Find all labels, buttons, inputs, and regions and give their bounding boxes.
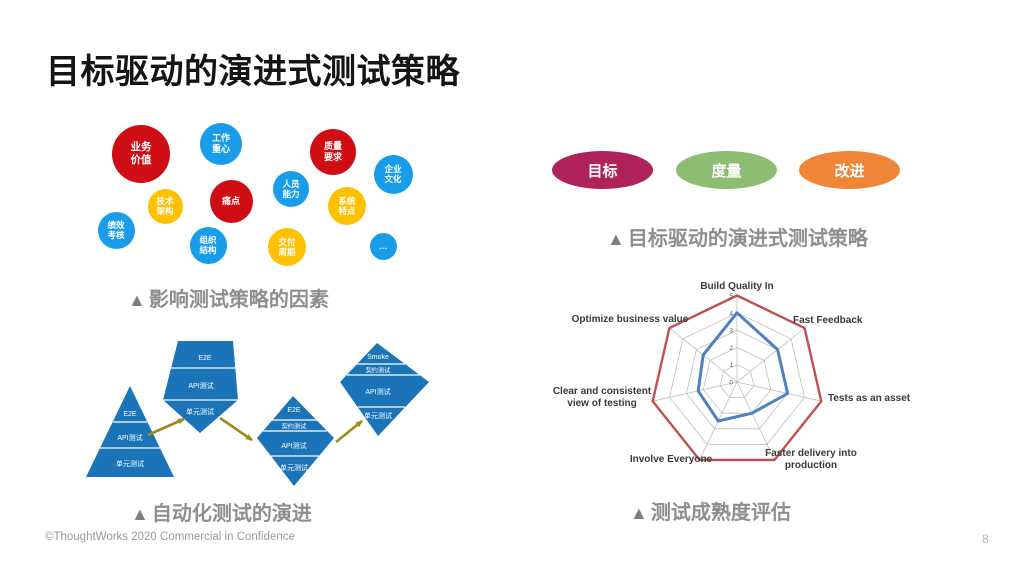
radar-axis-optimize-business-value: Optimize business value: [571, 314, 689, 325]
stage-layer-label: 契约测试: [366, 367, 391, 375]
factor-bubble: 组织结构: [189, 226, 227, 264]
radar-spoke: [736, 381, 822, 402]
evolution-arrow: [219, 416, 253, 442]
evolution-caption: ▲自动化测试的演进: [131, 497, 312, 526]
radar-series-red: [651, 294, 823, 462]
stage-layer-label: E2E: [198, 355, 212, 362]
factor-bubble: …: [369, 232, 397, 260]
radar-axis-fast-feedback: Fast Feedback: [793, 315, 863, 326]
stage-layer-label: Smoke: [367, 354, 389, 361]
maturity-radar-chart: 0 1 2 3 4 5: [651, 293, 823, 462]
factor-bubble-label: 交付周期: [278, 236, 296, 257]
page-title: 目标驱动的演进式测试策略: [46, 53, 460, 91]
radar-spoke: [736, 381, 775, 461]
maturity-caption-text: 测试成熟度评估: [650, 502, 791, 524]
factors-caption: ▲影响测试策略的因素: [128, 283, 329, 312]
stage-layer-label: 单元测试: [364, 411, 392, 420]
factor-bubble: 人员能力: [273, 171, 309, 207]
factor-bubble: 企业文化: [373, 154, 413, 194]
stage-layer-label: API测试: [281, 441, 306, 450]
factor-bubble-label: …: [378, 240, 388, 251]
radar-axis-faster-delivery: Faster delivery into production: [765, 448, 857, 471]
factor-bubble-label: 工作重心: [211, 133, 230, 154]
factor-bubble: 工作重心: [200, 123, 242, 165]
stage-layer-label: API测试: [365, 387, 390, 396]
radar-tick-label: 2: [729, 345, 733, 352]
pyramid-stage-1: [86, 386, 174, 477]
factor-bubble-label: 技术架构: [156, 195, 174, 216]
radar-axis-clear-view: Clear and consistent view of testing: [552, 386, 652, 409]
stage-layer-label: E2E: [123, 411, 137, 418]
stage-layer-label: 单元测试: [280, 463, 308, 472]
evolution-arrow: [335, 419, 363, 444]
factor-bubble-label: 业务价值: [130, 141, 152, 166]
radar-tick-label: 1: [729, 362, 733, 369]
pyramid-stage-3: [257, 396, 334, 486]
strategy-pill-label: 度量: [711, 162, 742, 180]
factor-bubble: 绩效考核: [97, 211, 135, 249]
factor-bubble: 质量要求: [310, 129, 356, 175]
radar-grid-ring: [719, 364, 755, 399]
radar-grid-ring: [669, 312, 805, 445]
factor-bubble-label: 组织结构: [199, 234, 217, 255]
factors-caption-text: 影响测试策略的因素: [148, 289, 329, 311]
stage-layer-label: 契约测试: [282, 423, 307, 431]
stage-layer-label: API测试: [117, 433, 142, 442]
factor-bubble: 交付周期: [268, 228, 306, 266]
radar-tick-label: 0: [729, 380, 733, 387]
strategy-pill: 目标: [552, 151, 653, 189]
factor-bubble-label: 质量要求: [323, 141, 342, 162]
radar-axis-tests-as-an-asset: Tests as an asset: [828, 393, 911, 404]
strategy-caption: ▲目标驱动的演进式测试策略: [607, 222, 868, 251]
factor-bubble-label: 系统特点: [338, 195, 356, 216]
strategy-pill: 度量: [676, 151, 777, 189]
copyright-footer: ©ThoughtWorks 2020 Commercial in Confide…: [45, 531, 295, 543]
radar-tick-label: 3: [729, 328, 733, 335]
radar-axis-involve-everyone: Involve Everyone: [629, 454, 713, 465]
radar-grid-ring: [702, 346, 772, 414]
test-evolution-diagram: E2E API测试 单元测试 E2E API测试 单元测试 E2E 契约测试 A…: [86, 341, 429, 486]
radar-spoke: [736, 327, 805, 383]
triangle-marker-icon: ▲: [630, 503, 648, 523]
strategy-pill: 改进: [799, 151, 900, 189]
maturity-caption: ▲测试成熟度评估: [630, 496, 791, 525]
pyramid-stage-2: [163, 341, 238, 433]
stage-layer-label: 单元测试: [186, 407, 214, 416]
factor-bubble-label: 痛点: [221, 195, 240, 206]
evolution-caption-text: 自动化测试的演进: [151, 503, 312, 525]
triangle-marker-icon: ▲: [128, 290, 146, 310]
triangle-marker-icon: ▲: [607, 229, 625, 249]
page-number: 8: [982, 532, 989, 546]
radar-series-blue: [696, 311, 790, 423]
factor-bubble: 系统特点: [328, 187, 366, 225]
factor-bubble-label: 企业文化: [384, 163, 402, 184]
strategy-pill-label: 改进: [834, 162, 865, 180]
strategy-caption-text: 目标驱动的演进式测试策略: [627, 228, 868, 250]
factor-bubble: 技术架构: [147, 188, 183, 224]
radar-tick-label: 4: [729, 310, 733, 317]
stage-layer-label: E2E: [287, 407, 301, 414]
radar-spoke: [652, 381, 738, 402]
factor-bubble-label: 人员能力: [282, 178, 300, 199]
factor-bubble-label: 绩效考核: [107, 219, 125, 240]
radar-tick-label: 5: [729, 293, 733, 300]
stage-layer-label: 单元测试: [116, 459, 144, 468]
evolution-arrow: [147, 417, 185, 437]
radar-axis-build-quality-in: Build Quality In: [700, 281, 774, 292]
triangle-marker-icon: ▲: [131, 504, 149, 524]
factor-bubble: 痛点: [209, 179, 253, 223]
strategy-pill-label: 目标: [587, 162, 618, 180]
pyramid-stage-4: [340, 343, 429, 436]
factor-bubble: 业务价值: [112, 125, 170, 183]
stage-layer-label: API测试: [188, 381, 213, 390]
